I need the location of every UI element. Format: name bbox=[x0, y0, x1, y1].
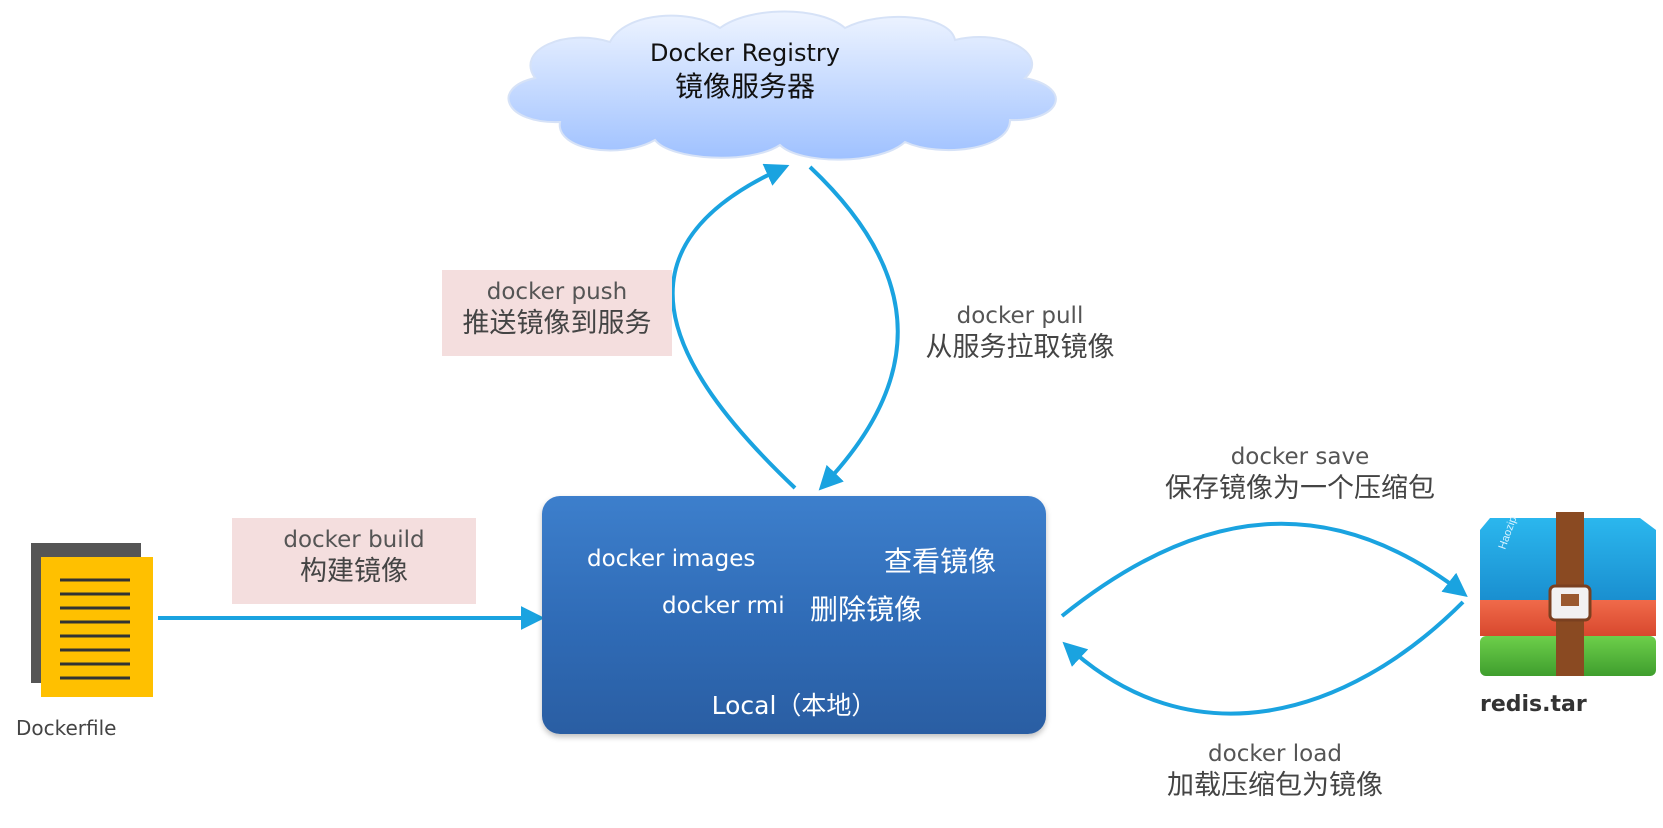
save-command: docker save bbox=[1230, 444, 1370, 470]
load-arrow bbox=[1062, 600, 1465, 716]
document-icon bbox=[31, 543, 153, 697]
images-description: 查看镜像 bbox=[884, 545, 997, 578]
push-arrow bbox=[670, 163, 797, 490]
rmi-description: 删除镜像 bbox=[810, 593, 923, 626]
local-label: Local（本地） bbox=[711, 691, 877, 720]
registry-subtitle: 镜像服务器 bbox=[674, 70, 815, 104]
pull-command: docker pull bbox=[956, 303, 1084, 329]
registry-text: Docker Registry 镜像服务器 bbox=[600, 38, 890, 106]
local-box: docker images 查看镜像 docker rmi 删除镜像 Local… bbox=[542, 496, 1046, 734]
images-command: docker images bbox=[587, 546, 756, 572]
rmi-command: docker rmi bbox=[662, 593, 785, 619]
push-label: docker push 推送镜像到服务 bbox=[442, 270, 672, 356]
save-arrow bbox=[1060, 521, 1468, 618]
load-description: 加载压缩包为镜像 bbox=[1167, 769, 1383, 801]
registry-title: Docker Registry bbox=[650, 39, 840, 67]
archive-icon: Haozip bbox=[1480, 512, 1656, 676]
build-command: docker build bbox=[283, 527, 425, 553]
load-command: docker load bbox=[1208, 741, 1342, 767]
save-description: 保存镜像为一个压缩包 bbox=[1165, 472, 1435, 504]
dockerfile-label: Dockerfile bbox=[16, 716, 117, 740]
save-label: docker save 保存镜像为一个压缩包 bbox=[1140, 443, 1460, 506]
build-description: 构建镜像 bbox=[300, 555, 408, 587]
build-label: docker build 构建镜像 bbox=[232, 518, 476, 604]
pull-description: 从服务拉取镜像 bbox=[925, 331, 1115, 363]
pull-arrow bbox=[808, 165, 900, 491]
push-command: docker push bbox=[486, 279, 628, 305]
registry-cloud bbox=[507, 10, 1057, 161]
push-description: 推送镜像到服务 bbox=[462, 307, 652, 339]
pull-label: docker pull 从服务拉取镜像 bbox=[905, 302, 1135, 365]
load-label: docker load 加载压缩包为镜像 bbox=[1125, 740, 1425, 803]
archive-label: redis.tar bbox=[1480, 692, 1587, 717]
